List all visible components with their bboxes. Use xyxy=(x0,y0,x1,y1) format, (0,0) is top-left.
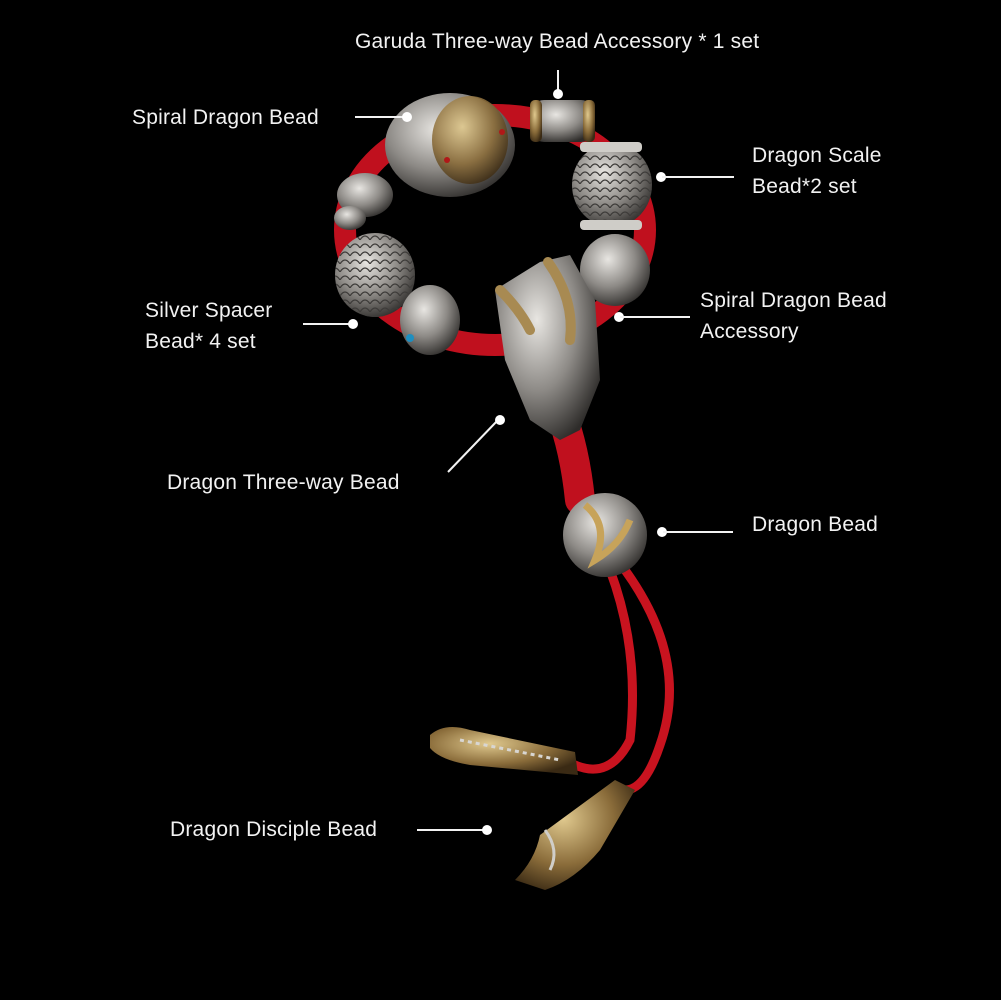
callout-dot-spiral-accessory xyxy=(614,312,624,322)
dragon-disciple-bead-lower xyxy=(515,780,635,890)
dragon-bead xyxy=(563,493,647,577)
label-dragon-disciple-bead: Dragon Disciple Bead xyxy=(170,818,378,841)
label-dragon-scale-bead-line2: Bead*2 set xyxy=(752,175,857,198)
label-dragon-scale-bead-line1: Dragon Scale xyxy=(752,144,882,167)
leader-line-silver-spacer xyxy=(303,323,353,325)
leader-line-garuda xyxy=(557,70,559,94)
callout-dot-three-way xyxy=(495,415,505,425)
dragon-three-way-bead xyxy=(495,255,600,440)
garuda-three-way-bead xyxy=(530,100,595,142)
callout-dot-dragon-scale xyxy=(656,172,666,182)
label-spiral-dragon-bead-accessory-line2: Accessory xyxy=(700,320,799,343)
label-dragon-bead: Dragon Bead xyxy=(752,513,878,536)
label-garuda-three-way-bead-accessory: Garuda Three-way Bead Accessory * 1 set xyxy=(355,30,760,53)
callout-dot-dragon-bead xyxy=(657,527,667,537)
label-dragon-three-way-bead: Dragon Three-way Bead xyxy=(167,471,400,494)
leader-line-spiral-accessory xyxy=(620,316,690,318)
label-spiral-dragon-bead-accessory-line1: Spiral Dragon Bead xyxy=(700,289,887,312)
callout-dot-spiral-dragon xyxy=(402,112,412,122)
leader-line-disciple xyxy=(417,829,485,831)
label-silver-spacer-bead-line2: Bead* 4 set xyxy=(145,330,256,353)
leader-line-spiral-dragon xyxy=(355,116,407,118)
callout-dot-disciple xyxy=(482,825,492,835)
label-silver-spacer-bead-line1: Silver Spacer xyxy=(145,299,273,322)
callout-dot-silver-spacer xyxy=(348,319,358,329)
callout-dot-garuda xyxy=(553,89,563,99)
spiral-dragon-accessory xyxy=(580,234,650,306)
label-spiral-dragon-bead: Spiral Dragon Bead xyxy=(132,106,319,129)
leader-line-dragon-bead xyxy=(663,531,733,533)
leader-line-dragon-scale xyxy=(662,176,734,178)
leader-line-three-way xyxy=(447,415,505,473)
dragon-disciple-bead-upper xyxy=(430,726,578,775)
